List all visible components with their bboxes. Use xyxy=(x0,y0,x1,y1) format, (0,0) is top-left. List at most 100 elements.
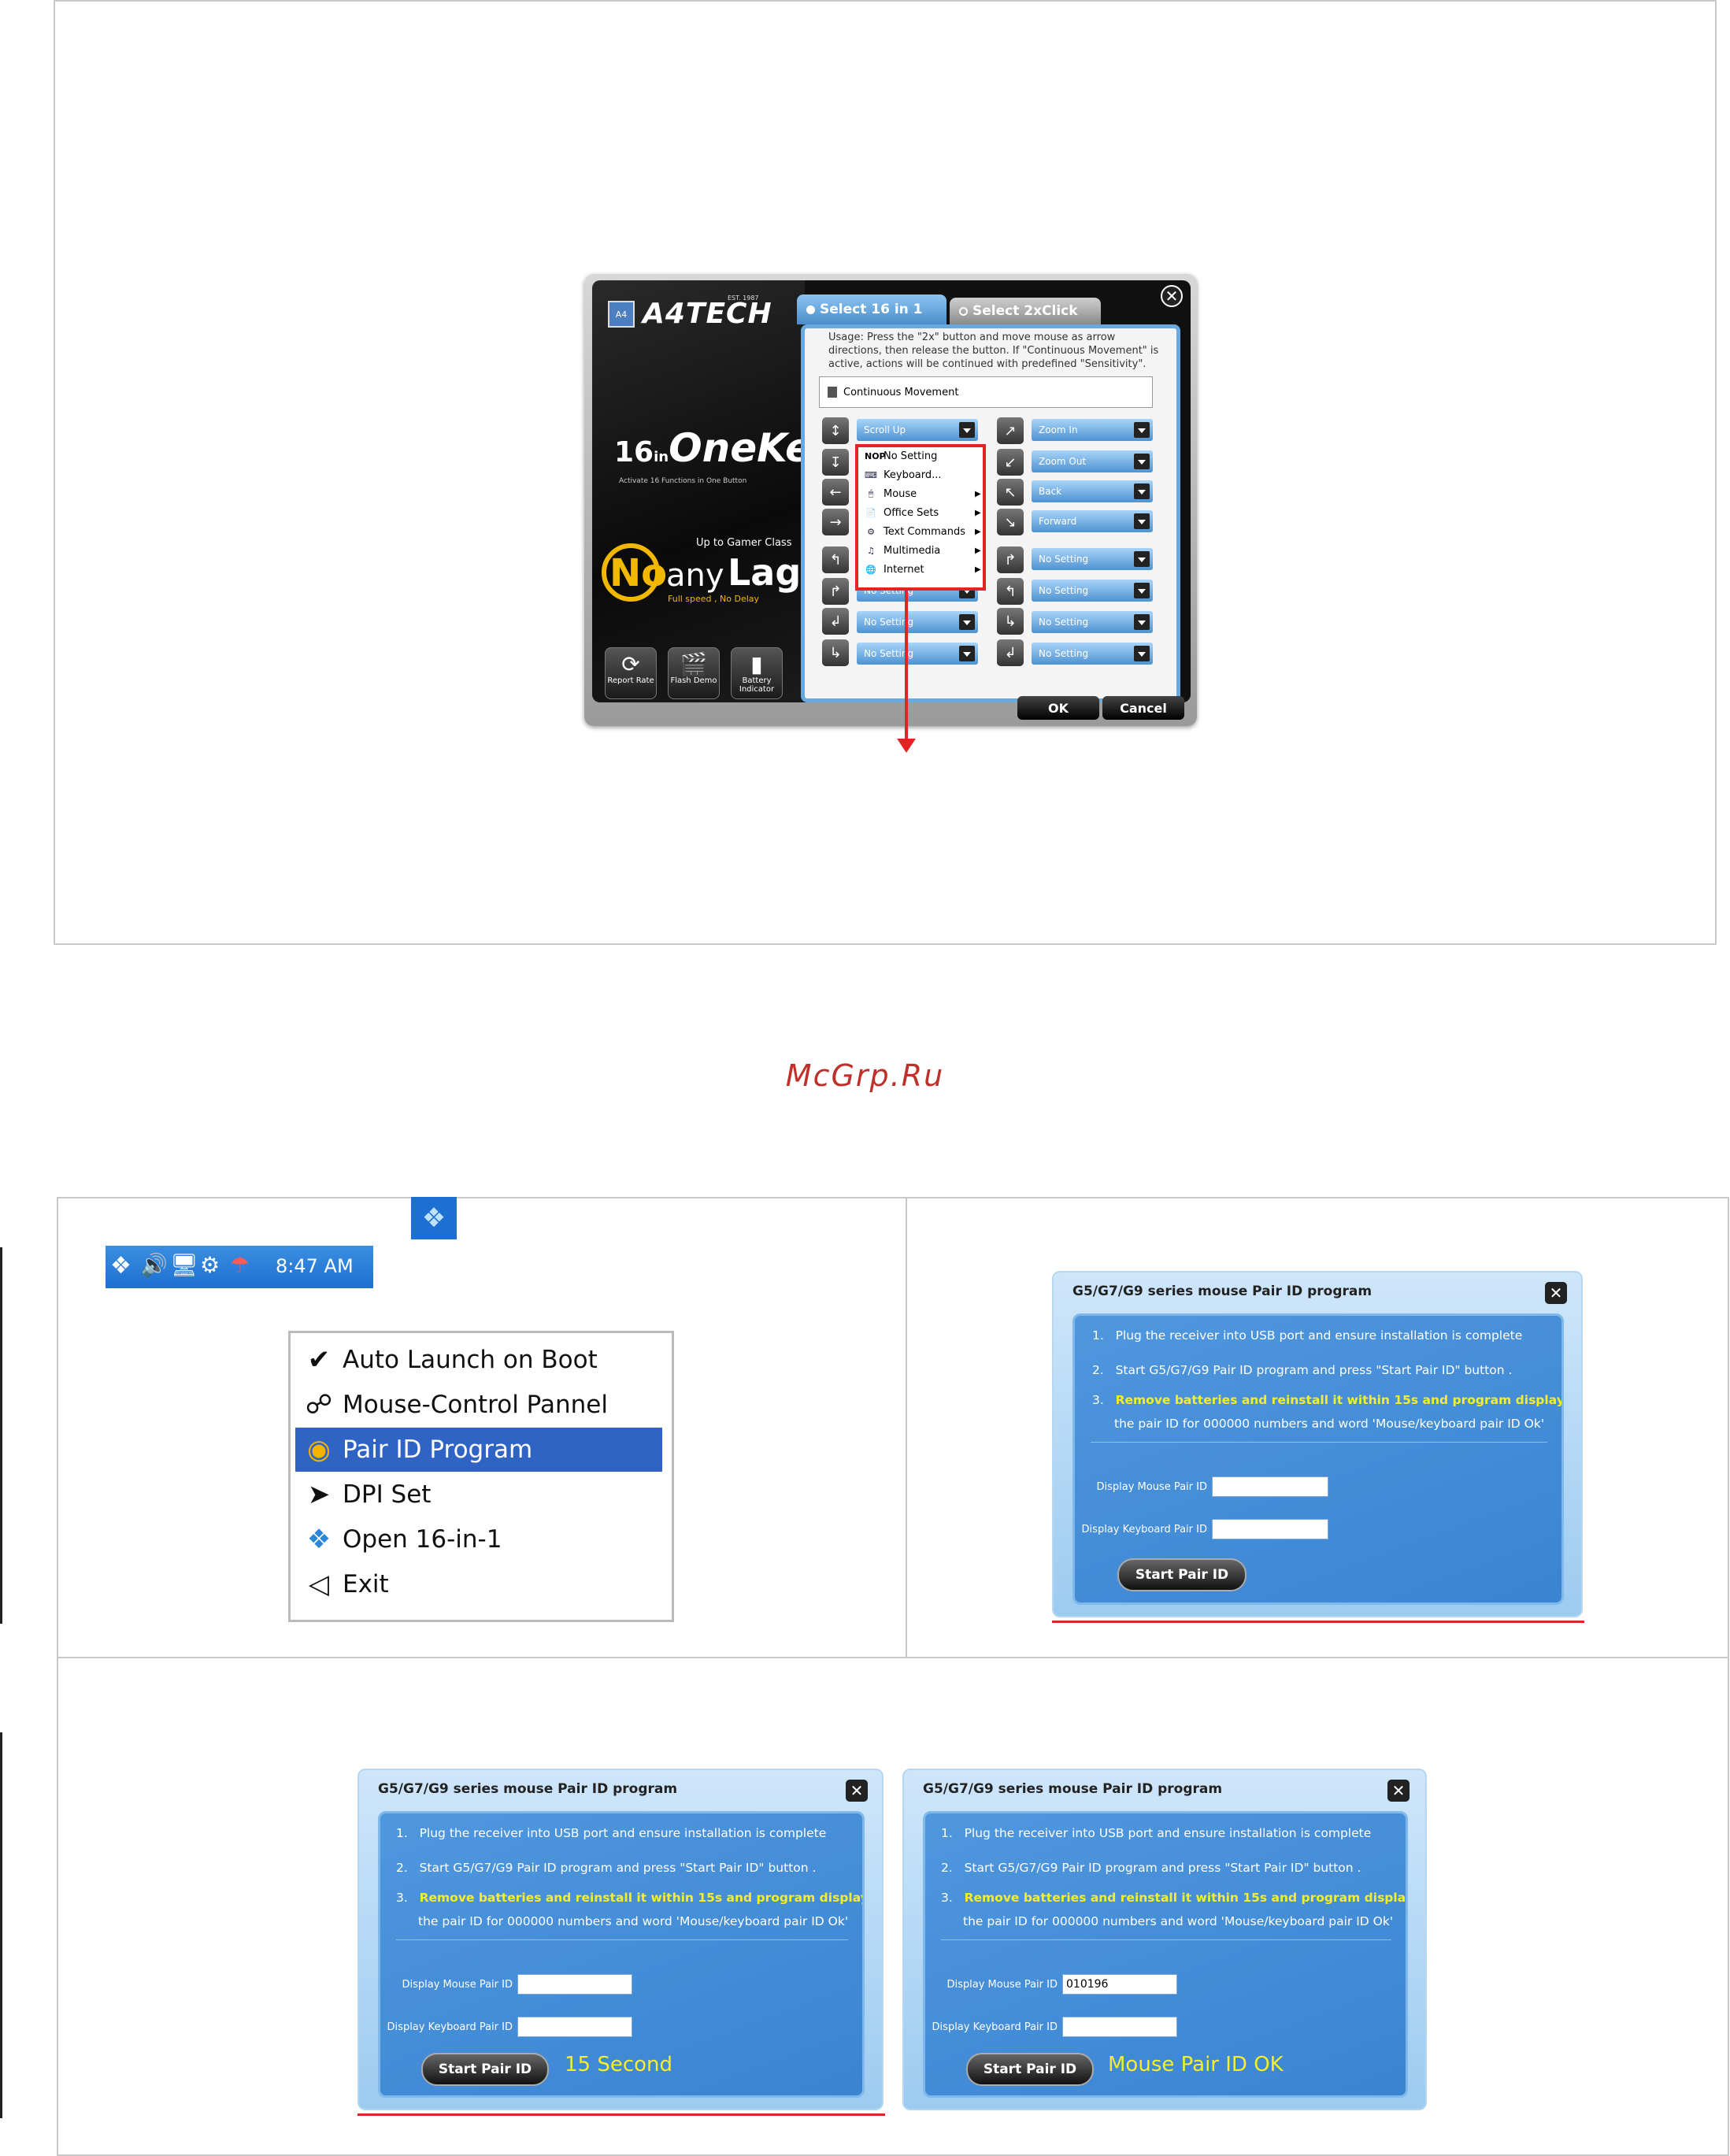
start-pair-id-button[interactable]: Start Pair ID xyxy=(421,2053,549,2086)
step-2: 2. Start G5/G7/G9 Pair ID program and pr… xyxy=(396,1861,817,1875)
menu-item-text-commands[interactable]: ⚙Text Commands▶ xyxy=(865,523,981,540)
keyboard-pair-id-field[interactable] xyxy=(1062,2017,1177,2037)
combo-right-2[interactable]: Zoom Out xyxy=(1032,450,1153,472)
step-2: 2. Start G5/G7/G9 Pair ID program and pr… xyxy=(941,1861,1361,1875)
arrow-turn-2-icon[interactable]: ↰ xyxy=(997,578,1024,605)
arrow-down-right-turn-icon[interactable]: ↳ xyxy=(822,639,849,666)
combo-right-1[interactable]: Zoom In xyxy=(1032,419,1153,441)
arrow-down-icon[interactable]: ↧ xyxy=(822,449,849,476)
combo-right-6[interactable]: No Setting xyxy=(1032,580,1153,602)
arrow-diag-up-right-icon[interactable]: ↗ xyxy=(997,417,1024,444)
menu-item-dpi-set[interactable]: ➤DPI Set xyxy=(295,1473,662,1517)
arrow-left-icon[interactable]: ← xyxy=(822,479,849,506)
combo-left-7[interactable]: No Setting xyxy=(857,611,978,633)
nolag-tagline: Full speed , No Delay xyxy=(668,594,760,604)
cancel-button[interactable]: Cancel xyxy=(1102,696,1184,720)
pair-window-body: 1. Plug the receiver into USB port and e… xyxy=(1072,1313,1564,1605)
menu-item-mouse-control[interactable]: ☍Mouse-Control Pannel xyxy=(295,1383,662,1427)
menu-item-exit[interactable]: ◁Exit xyxy=(295,1562,662,1606)
chevron-down-icon xyxy=(1134,583,1150,598)
combo-right-4[interactable]: Forward xyxy=(1032,510,1153,532)
chevron-down-icon xyxy=(959,646,975,661)
dpi-cursor-icon: ➤ xyxy=(307,1479,331,1510)
menu-item-open-16-in-1[interactable]: ❖Open 16-in-1 xyxy=(295,1517,662,1561)
callout-arrow-line xyxy=(905,591,908,742)
menu-item-multimedia[interactable]: ♫Multimedia▶ xyxy=(865,542,981,559)
pair-window-title: G5/G7/G9 series mouse Pair ID program xyxy=(1072,1284,1373,1299)
menu-item-internet[interactable]: 🌐Internet▶ xyxy=(865,563,981,576)
arrow-diag-up-left-icon[interactable]: ↖ xyxy=(997,479,1024,506)
step-1: 1. Plug the receiver into USB port and e… xyxy=(1092,1328,1523,1343)
tab-select-2xclick[interactable]: Select 2xClick xyxy=(950,298,1101,324)
close-icon[interactable]: ✕ xyxy=(1545,1282,1567,1304)
chevron-down-icon xyxy=(959,614,975,630)
arrow-right-icon[interactable]: → xyxy=(822,509,849,535)
arrow-turn-3-icon[interactable]: ↳ xyxy=(997,608,1024,635)
combo-left-8[interactable]: No Setting xyxy=(857,643,978,665)
mouse-pair-id-field[interactable]: 010196 xyxy=(1062,1974,1177,1995)
security-shield-icon[interactable]: ☂ xyxy=(230,1252,250,1278)
a4tech-logo: A4TECH xyxy=(643,298,772,330)
separator xyxy=(396,1939,848,1940)
pair-window-body: 1. Plug the receiver into USB port and e… xyxy=(923,1811,1408,2098)
keyboard-pair-id-field[interactable] xyxy=(517,2017,632,2037)
callout-arrow-head xyxy=(897,739,916,753)
underline-red xyxy=(1052,1621,1584,1623)
menu-item-mouse[interactable]: 🖱Mouse▶ xyxy=(865,485,981,502)
continuous-movement-checkbox[interactable]: Continuous Movement xyxy=(819,376,1153,408)
battery-indicator-button[interactable]: ▮Battery Indicator xyxy=(731,647,783,699)
mouse-pair-id-field[interactable] xyxy=(517,1974,632,1995)
close-icon[interactable]: ✕ xyxy=(1387,1780,1410,1802)
arrow-up-icon[interactable]: ↕ xyxy=(822,417,849,444)
combo-right-5[interactable]: No Setting xyxy=(1032,548,1153,570)
menu-item-keyboard[interactable]: ⌨Keyboard... xyxy=(865,469,942,481)
step-2: 2. Start G5/G7/G9 Pair ID program and pr… xyxy=(1092,1363,1513,1377)
mouse-pair-id-field[interactable] xyxy=(1212,1476,1328,1497)
report-rate-button[interactable]: ⟳Report Rate xyxy=(605,647,657,699)
pair-window-title: G5/G7/G9 series mouse Pair ID program xyxy=(378,1781,678,1797)
arrow-down-left-turn-icon[interactable]: ↲ xyxy=(822,608,849,635)
multimedia-icon: ♫ xyxy=(867,545,875,556)
arrow-diag-down-left-icon[interactable]: ↙ xyxy=(997,449,1024,476)
step-3-cont: the pair ID for 000000 numbers and word … xyxy=(418,1914,849,1928)
start-pair-id-button[interactable]: Start Pair ID xyxy=(966,2053,1094,2086)
menu-item-office-sets[interactable]: 📄Office Sets▶ xyxy=(865,506,981,519)
tray-icon-16in1[interactable]: ❖ xyxy=(110,1252,132,1280)
close-icon[interactable]: ✕ xyxy=(846,1780,868,1802)
tray-clock: 8:47 AM xyxy=(276,1255,354,1277)
speaker-icon[interactable]: 🔊 xyxy=(140,1252,168,1278)
arrow-up-right-turn-icon[interactable]: ↱ xyxy=(822,578,849,605)
combo-left-1[interactable]: Scroll Up xyxy=(857,419,978,441)
window-close-button[interactable]: ✕ xyxy=(1161,285,1183,307)
sixteen-in-one-tray-icon[interactable]: ❖ xyxy=(411,1197,457,1239)
ok-button[interactable]: OK xyxy=(1017,696,1099,720)
mouse-tray-icon[interactable]: ⚙ xyxy=(200,1252,220,1278)
underline-red xyxy=(357,2113,885,2116)
chevron-down-icon xyxy=(1134,422,1150,438)
arrow-up-left-turn-icon[interactable]: ↰ xyxy=(822,546,849,573)
arrow-diag-down-right-icon[interactable]: ↘ xyxy=(997,509,1024,535)
combo-right-8[interactable]: No Setting xyxy=(1032,643,1153,665)
menu-item-pair-id[interactable]: ◉Pair ID Program xyxy=(295,1428,662,1472)
flash-demo-button[interactable]: 🎬Flash Demo xyxy=(668,647,720,699)
arrow-turn-1-icon[interactable]: ↱ xyxy=(997,546,1024,573)
tab-select-16-in-1[interactable]: Select 16 in 1 xyxy=(797,295,946,324)
keyboard-pair-id-label: Display Keyboard Pair ID xyxy=(932,2021,1058,2033)
menu-item-auto-launch[interactable]: ✔Auto Launch on Boot xyxy=(295,1338,662,1382)
pair-status-text: Mouse Pair ID OK xyxy=(1108,2053,1284,2076)
chevron-down-icon xyxy=(959,422,975,438)
sixteen-in-one-icon: ❖ xyxy=(306,1524,332,1555)
network-icon[interactable]: 🖥 xyxy=(170,1252,198,1278)
step-3: 3. Remove batteries and reinstall it wit… xyxy=(396,1891,865,1905)
nop-icon: NOP xyxy=(865,450,886,461)
start-pair-id-button[interactable]: Start Pair ID xyxy=(1117,1558,1247,1591)
pair-id-icon: ◉ xyxy=(307,1434,331,1465)
chevron-down-icon xyxy=(1134,454,1150,469)
combo-right-3[interactable]: Back xyxy=(1032,480,1153,502)
grid-divider-vertical xyxy=(906,1197,907,1658)
keyboard-pair-id-field[interactable] xyxy=(1212,1519,1328,1539)
combo-right-7[interactable]: No Setting xyxy=(1032,611,1153,633)
arrow-turn-4-icon[interactable]: ↲ xyxy=(997,639,1024,666)
